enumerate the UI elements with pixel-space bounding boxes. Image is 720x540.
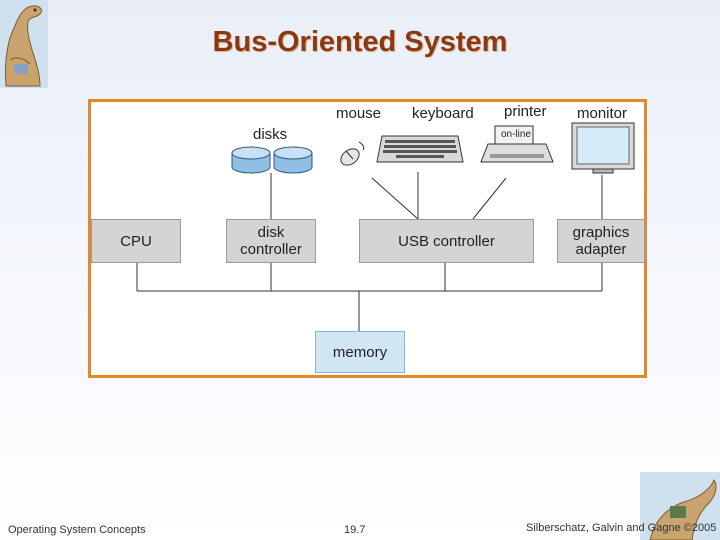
printer-label: printer [504,103,547,120]
mouse-icon [340,141,365,166]
memory-label: memory [332,343,388,361]
disk-controller-box: disk controller [226,219,316,263]
printer-display-text: on-line [501,129,532,140]
footer-course-title: Operating System Concepts [8,524,146,536]
mouse-link-line [371,177,419,220]
keyboard-label: keyboard [412,105,474,122]
monitor-label: monitor [577,105,628,122]
mouse-label: mouse [336,105,382,122]
cpu-box: CPU [91,219,181,263]
cpu-label: CPU [120,232,152,250]
dinosaur-logo-icon [0,0,48,88]
footer-copyright: Silberschatz, Galvin and Gagne ©2005 [526,522,717,534]
footer-page-number: 19.7 [344,524,366,536]
keyboard-icon [376,135,464,163]
graphics-adapter-label: graphics adapter [572,224,630,258]
memory-box: memory [315,331,405,373]
disk-controller-label: disk controller [240,224,302,258]
slide-title: Bus-Oriented System [212,26,508,58]
disks-label: disks [253,126,288,143]
bus-lines [136,172,603,331]
usb-controller-box: USB controller [359,219,534,263]
graphics-adapter-box: graphics adapter [557,219,645,263]
usb-controller-label: USB controller [398,232,495,250]
monitor-icon [571,122,635,174]
printer-link-line [472,177,507,220]
dinosaur-corner-icon [640,472,720,540]
printer-icon [480,125,554,163]
bus-diagram: disks mouse keyboard printer monitor on [88,99,647,378]
disks-icon [231,146,313,174]
